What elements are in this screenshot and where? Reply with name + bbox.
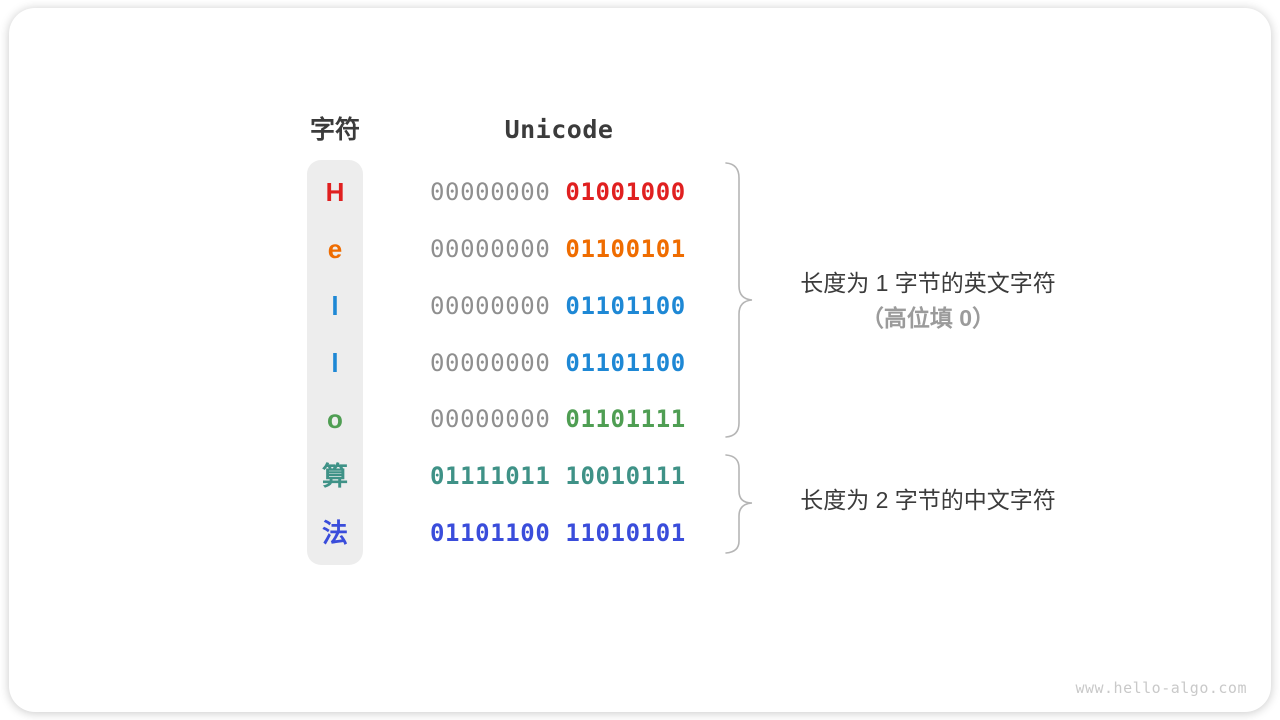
- annotation-chinese-chars: 长度为 2 字节的中文字符: [800, 487, 1056, 513]
- byte-low: 10010111: [565, 462, 686, 490]
- byte-low: 01101100: [565, 349, 686, 377]
- byte-high: 00000000: [430, 292, 551, 320]
- table-row: 算 01111011 10010111: [0, 458, 1280, 494]
- char-cell: 算: [321, 461, 348, 491]
- byte-high: 00000000: [430, 178, 551, 206]
- byte-high: 00000000: [430, 235, 551, 263]
- annotation-english-chars: 长度为 1 字节的英文字符 （高位填 0）: [770, 266, 1086, 336]
- byte-high: 00000000: [430, 349, 551, 377]
- byte-low: 01101111: [565, 405, 686, 433]
- table-row: l 00000000 01101100: [0, 288, 1280, 324]
- unicode-column-header: Unicode: [504, 115, 614, 144]
- unicode-binary: 00000000 01101100: [430, 345, 686, 381]
- byte-high: 01111011: [430, 462, 551, 490]
- byte-low: 01101100: [565, 292, 686, 320]
- char-column-header: 字符: [309, 116, 360, 144]
- char-cell: H: [325, 177, 345, 207]
- char-cell: l: [331, 291, 339, 321]
- char-cell: o: [327, 404, 343, 434]
- unicode-binary: 00000000 01101111: [430, 401, 686, 437]
- char-column-background: [307, 160, 363, 565]
- unicode-binary: 01111011 10010111: [430, 458, 686, 494]
- unicode-binary: 00000000 01001000: [430, 174, 686, 210]
- annotation-high-bits-text: （高位填 0）: [860, 305, 996, 331]
- byte-low: 11010101: [565, 519, 686, 547]
- unicode-binary: 01101100 11010101: [430, 515, 686, 551]
- unicode-binary: 00000000 01101100: [430, 288, 686, 324]
- annotation-english-chars-text: 长度为 1 字节的英文字符: [800, 270, 1056, 296]
- table-row: o 00000000 01101111: [0, 401, 1280, 437]
- char-cell: 法: [321, 518, 348, 548]
- table-row: 法 01101100 11010101: [0, 515, 1280, 551]
- char-cell: e: [327, 234, 343, 264]
- table-row: e 00000000 01100101: [0, 231, 1280, 267]
- unicode-binary: 00000000 01100101: [430, 231, 686, 267]
- byte-high: 01101100: [430, 519, 551, 547]
- byte-low: 01001000: [565, 178, 686, 206]
- table-row: l 00000000 01101100: [0, 345, 1280, 381]
- diagram-card: [9, 8, 1271, 712]
- byte-high: 00000000: [430, 405, 551, 433]
- table-row: H 00000000 01001000: [0, 174, 1280, 210]
- byte-low: 01100101: [565, 235, 686, 263]
- watermark: www.hello-algo.com: [1075, 679, 1247, 697]
- char-cell: l: [331, 348, 339, 378]
